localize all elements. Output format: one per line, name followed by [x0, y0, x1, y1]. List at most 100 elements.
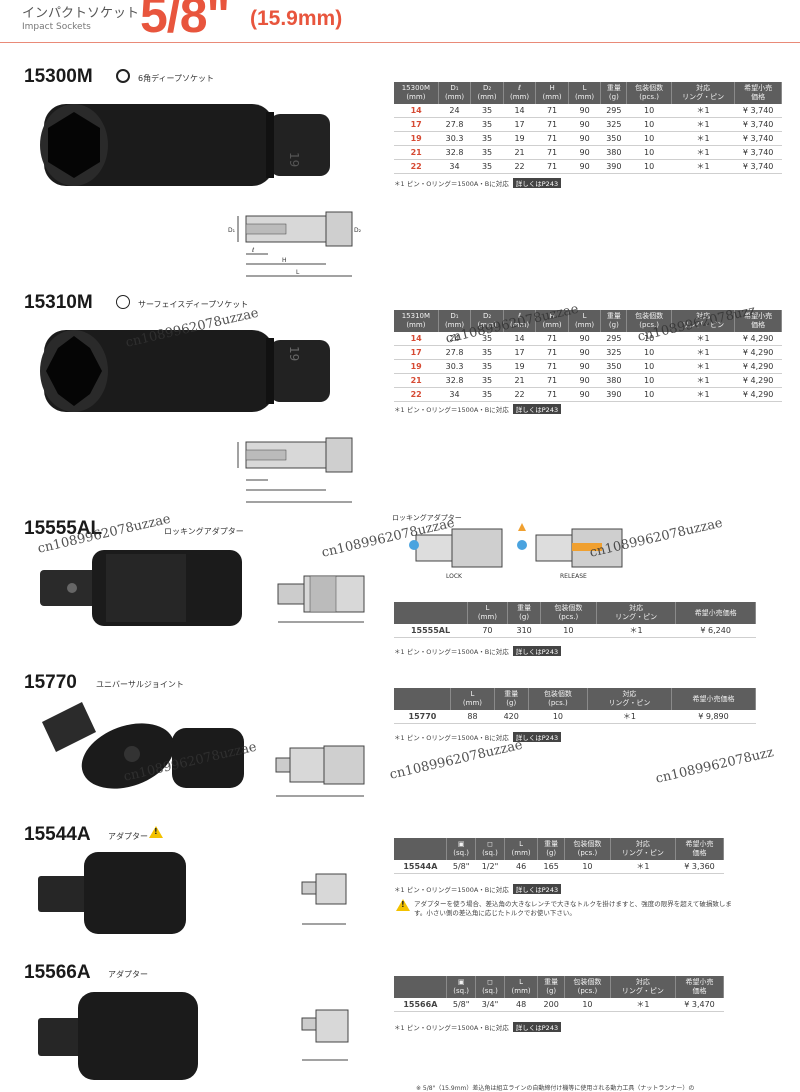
table-cell: ＊1 [671, 359, 735, 374]
table-cell: 10 [564, 860, 611, 874]
table-cell: ¥ 3,470 [675, 998, 724, 1012]
table-cell: 10 [626, 131, 672, 146]
header-rule [0, 42, 800, 43]
drive-size: 5/8" [140, 0, 230, 43]
svg-text:19: 19 [287, 152, 301, 167]
table-cell: ¥ 3,740 [734, 145, 782, 160]
table-cell: 325 [600, 117, 627, 132]
table-cell: 380 [600, 373, 627, 388]
table-cell: ¥ 4,290 [734, 387, 782, 402]
table-cell: 70 [467, 624, 508, 638]
page-ref-tag: 詳しくはP243 [512, 884, 562, 894]
row-size: 15544A [394, 860, 447, 874]
table-cell: 46 [504, 860, 538, 874]
table-cell: ¥ 3,740 [734, 131, 782, 146]
table-cell: ＊1 [671, 117, 735, 132]
col-header: L(mm) [568, 310, 602, 332]
col-header: 対応リング・ピン [671, 82, 736, 104]
table-cell: 27.8 [438, 345, 471, 360]
col-header: L(mm) [504, 976, 539, 998]
table-cell: 390 [600, 387, 627, 402]
table-cell: ＊1 [671, 131, 735, 146]
table-cell: 34 [438, 159, 471, 174]
table-cell: 90 [568, 117, 601, 132]
drive-mm: (15.9mm) [250, 7, 343, 30]
deep-socket-image: 19 [40, 104, 330, 186]
table-cell: 88 [450, 710, 494, 724]
product-name-15544a: アダプター [108, 832, 148, 841]
table-cell: ＊1 [671, 145, 735, 160]
table-cell: ¥ 6,240 [675, 624, 756, 638]
page-ref-tag: 詳しくはP243 [512, 1022, 562, 1032]
surface-socket-image: 19 [40, 330, 330, 412]
table-cell: ＊1 [587, 710, 672, 724]
table-cell: 10 [626, 373, 672, 388]
col-header [394, 688, 452, 710]
table-cell: 325 [600, 345, 627, 360]
table-cell: 390 [600, 159, 627, 174]
warning-text: アダプターを使う場合、差込角の大きなレンチで大きなトルクを掛けますと、強度の限界… [414, 900, 732, 917]
table-cell: 165 [537, 860, 565, 874]
col-header: 対応リング・ピン [610, 976, 677, 998]
table-cell: 3/4" [475, 998, 505, 1012]
table-cell: 35 [470, 131, 504, 146]
page-ref-tag: 詳しくはP243 [512, 178, 562, 188]
table-cell: 90 [568, 159, 601, 174]
col-header: 包装個数(pcs.) [540, 602, 597, 624]
col-header: 重量(g) [537, 976, 566, 998]
table-cell: 19 [503, 359, 536, 374]
table-cell: 35 [470, 159, 504, 174]
table-cell: ¥ 9,890 [671, 710, 756, 724]
col-header: ▣(sq.) [446, 976, 477, 998]
table-header-row: ▣(sq.) ◻(sq.) L(mm) 重量(g) 包装個数(pcs.) 対応リ… [394, 976, 724, 998]
page-header: インパクトソケット Impact Sockets 5/8" (15.9mm) [0, 0, 800, 46]
row-size: 17 [394, 345, 439, 360]
row-size: 22 [394, 387, 439, 402]
row-size: 17 [394, 117, 439, 132]
note-15566a: ＊1 ピン・Oリング＝1500A・Bに対応詳しくはP243 [394, 1022, 562, 1032]
col-header: L(mm) [450, 688, 495, 710]
table-cell: 35 [470, 104, 504, 118]
dimension-diagram [275, 745, 365, 797]
table-cell: ¥ 4,290 [734, 345, 782, 360]
col-header: 包装個数(pcs.) [528, 688, 588, 710]
col-header [394, 838, 448, 860]
col-header: L(mm) [467, 602, 509, 624]
product-name-15300m: 6角ディープソケット [138, 74, 215, 83]
table-cell: 5/8" [446, 860, 476, 874]
col-header: L(mm) [504, 838, 539, 860]
row-size: 21 [394, 373, 439, 388]
table-cell: 10 [626, 345, 672, 360]
table-cell: 71 [535, 387, 569, 402]
col-header: 重量(g) [537, 838, 566, 860]
table-cell: 10 [626, 359, 672, 374]
table-cell: 71 [535, 117, 569, 132]
col-header: 重量(g) [507, 602, 541, 624]
col-header: 希望小売価格 [675, 838, 724, 860]
table-cell: 21 [503, 145, 536, 160]
col-header: L(mm) [568, 82, 602, 104]
table-cell: 22 [503, 159, 536, 174]
table-cell: 90 [568, 145, 601, 160]
table-cell: 22 [503, 387, 536, 402]
table-cell: 10 [626, 332, 672, 346]
product-name-15566a: アダプター [108, 970, 148, 979]
col-header: 対応リング・ピン [587, 688, 672, 710]
col-header: 包装個数(pcs.) [564, 976, 611, 998]
table-cell: 295 [600, 332, 627, 346]
table-cell: ¥ 4,290 [734, 373, 782, 388]
row-size: 21 [394, 145, 439, 160]
note-15544a: ＊1 ピン・Oリング＝1500A・Bに対応詳しくはP243 [394, 884, 562, 894]
table-cell: 1/2" [475, 860, 505, 874]
table-cell: 10 [626, 145, 672, 160]
table-cell: ＊1 [671, 104, 735, 118]
col-header: 15310M(mm) [394, 310, 439, 332]
dimension-diagram [301, 1009, 349, 1061]
table-cell: 90 [568, 131, 601, 146]
